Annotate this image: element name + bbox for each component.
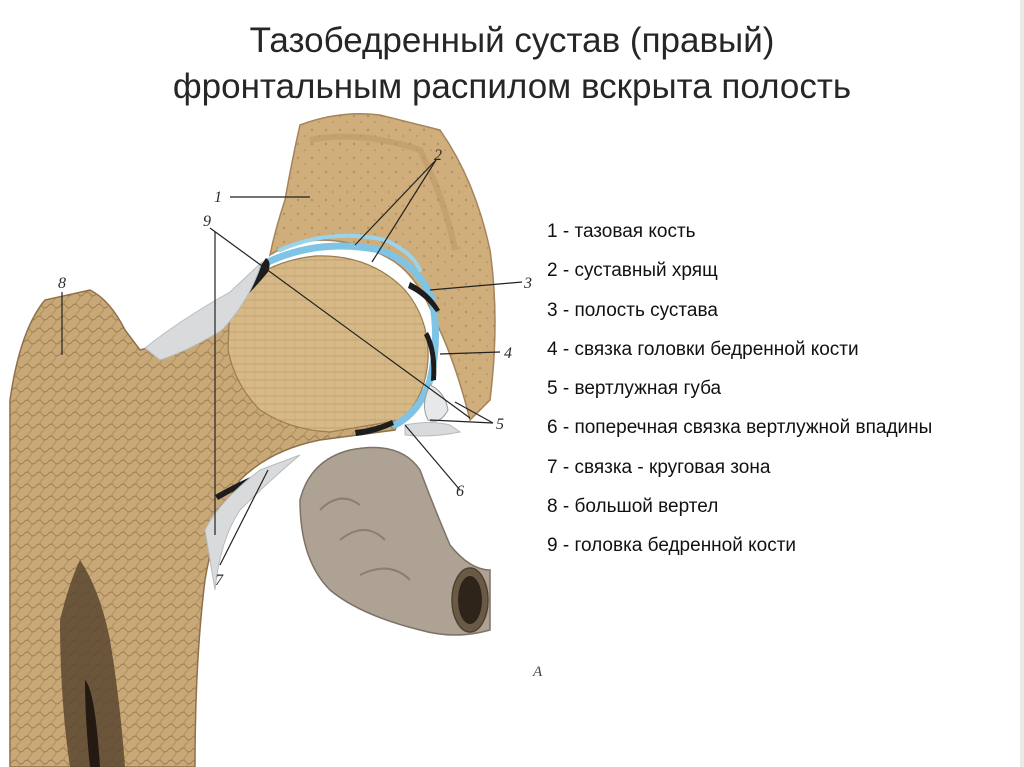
ligament-stump [299,446,491,636]
callout-2: 2 [434,147,442,164]
legend-item-2: 2 - суставный хрящ [547,260,718,282]
callout-9: 9 [203,213,211,230]
callout-6: 6 [456,483,464,500]
legend-item-6: 6 - поперечная связка вертлужной впадины [547,417,933,439]
joint-capsule [144,260,462,591]
acetabular-cartilage [278,233,422,272]
hip-joint-illustration: 1 2 3 4 5 6 7 8 9 [9,113,532,767]
callout-3: 3 [523,275,532,292]
femoral-head [227,255,429,433]
legend-item-4: 4 - связка головки бедренной кости [547,338,859,360]
legend-item-5: 5 - вертлужная губа [547,378,722,400]
title-line-2: фронтальным распилом вскрыта полость [172,67,852,106]
callout-5: 5 [496,416,504,433]
legend-item-7: 7 - связка - круговая зона [547,456,771,478]
legend-list: 1 - тазовая кость 2 - суставный хрящ 3 -… [547,212,932,566]
slide-edge [1020,0,1024,767]
callout-1: 1 [214,189,222,206]
legend-item-3: 3 - полость сустава [547,299,718,321]
figure-mark: A [533,664,543,680]
callout-7: 7 [215,572,224,589]
title-line-1: Тазобедренный сустав (правый) [249,21,775,60]
leader-lines [61,159,523,566]
legend-item-1: 1 - тазовая кость [547,221,696,242]
slide-title: Тазобедренный сустав (правый) фронтальны… [0,18,1024,110]
callout-4: 4 [504,345,512,362]
legend-item-9: 9 - головка бедренной кости [547,535,797,557]
acetabular-labrum [424,384,449,422]
legend-item-8: 8 - большой вертел [547,496,719,518]
callout-8: 8 [58,275,66,292]
